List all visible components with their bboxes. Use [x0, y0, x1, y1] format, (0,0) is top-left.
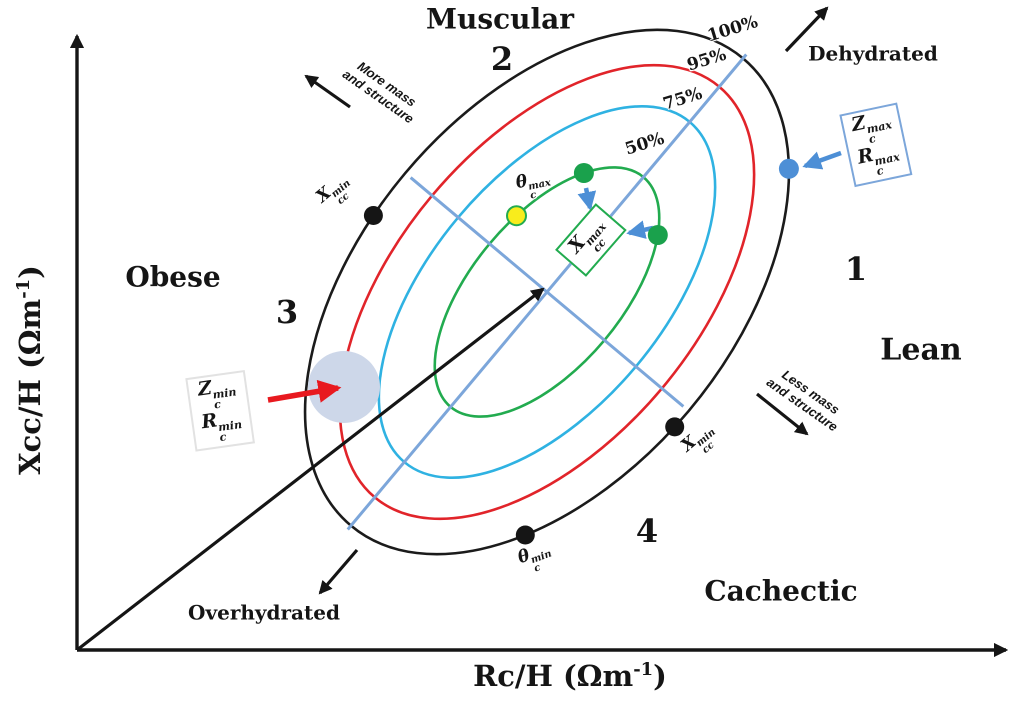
green-right-dot [647, 225, 668, 245]
box-to-blue-dot-arrow [802, 150, 842, 170]
green-upper-dot [573, 163, 594, 183]
overhydrated-label: Overhydrated [188, 600, 340, 625]
more-mass-arrow [304, 74, 351, 109]
tolerance-ellipses-group [303, 28, 791, 556]
box-to-blob-arrow [267, 379, 342, 403]
quadrant-4-label: 4 [635, 512, 659, 551]
green-upper-to-box-arrow [577, 187, 597, 211]
ellipse-minor-axis-line [409, 176, 685, 408]
theta-max-dot [506, 205, 527, 227]
green-right-to-box-arrow [626, 220, 654, 239]
tolerance-ellipse-95 [338, 63, 756, 521]
origin-to-center-arrow [76, 287, 545, 652]
xcc-min-upper-dot [363, 206, 383, 225]
dehydrated-label: Dehydrated [808, 41, 938, 66]
less-mass-arrow [756, 392, 809, 436]
overhydrated-arrow [318, 548, 359, 595]
zmax-rmax-dot [778, 158, 799, 179]
quadrant-2-label: 2 [490, 40, 514, 79]
quadrant-1-label: 1 [844, 250, 868, 289]
region-label-muscular: Muscular [425, 2, 575, 36]
quadrant-3-label: 3 [275, 293, 299, 332]
dehydrated-arrow [784, 6, 829, 53]
theta-min-dot [515, 525, 535, 545]
region-label-obese: Obese [125, 260, 221, 294]
zmin-region-blob [308, 351, 380, 423]
region-label-cachectic: Cachectic [704, 574, 858, 608]
x-axis-title: Rc/H (Ωm-1) [473, 658, 667, 693]
region-label-lean: Lean [880, 332, 962, 368]
y-axis-title: Xcc/H (Ωm-1) [12, 265, 47, 475]
xcc-min-lower-dot [665, 417, 685, 437]
